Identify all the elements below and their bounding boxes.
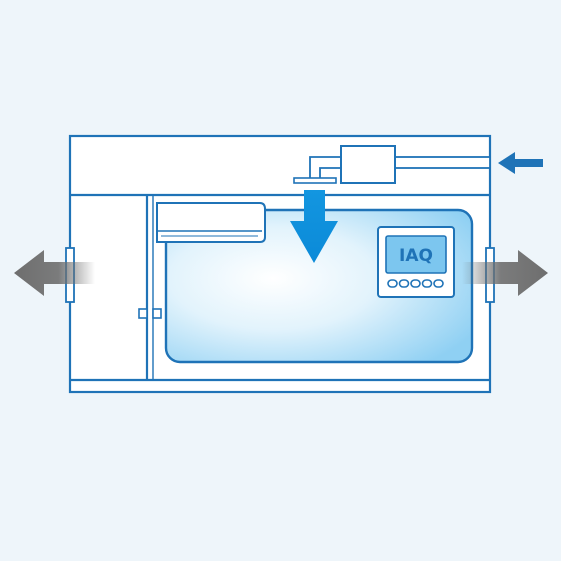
ventilation-box: [340, 145, 396, 184]
iaq-button: [433, 279, 444, 288]
ventilation-unit-icon: [293, 145, 491, 184]
ceiling-diffuser: [293, 177, 337, 184]
indoor-ac-unit-icon: [156, 202, 266, 243]
iaq-button: [387, 279, 398, 288]
iaq-button: [421, 279, 433, 288]
iaq-button: [398, 279, 410, 288]
iaq-controller-icon: IAQ: [377, 226, 455, 298]
iaq-screen: [385, 235, 447, 274]
door-handle-icon: [138, 308, 162, 319]
iaq-label: IAQ: [399, 246, 433, 266]
supply-air-arrow-icon: [290, 190, 338, 263]
exhaust-right-arrow-icon: [462, 250, 548, 296]
iaq-button-row: [387, 279, 444, 288]
exhaust-left-arrow-icon: [14, 250, 95, 296]
outside-air-duct: [394, 156, 491, 169]
iaq-button: [410, 279, 421, 288]
fresh-air-arrow-icon: [498, 152, 543, 174]
